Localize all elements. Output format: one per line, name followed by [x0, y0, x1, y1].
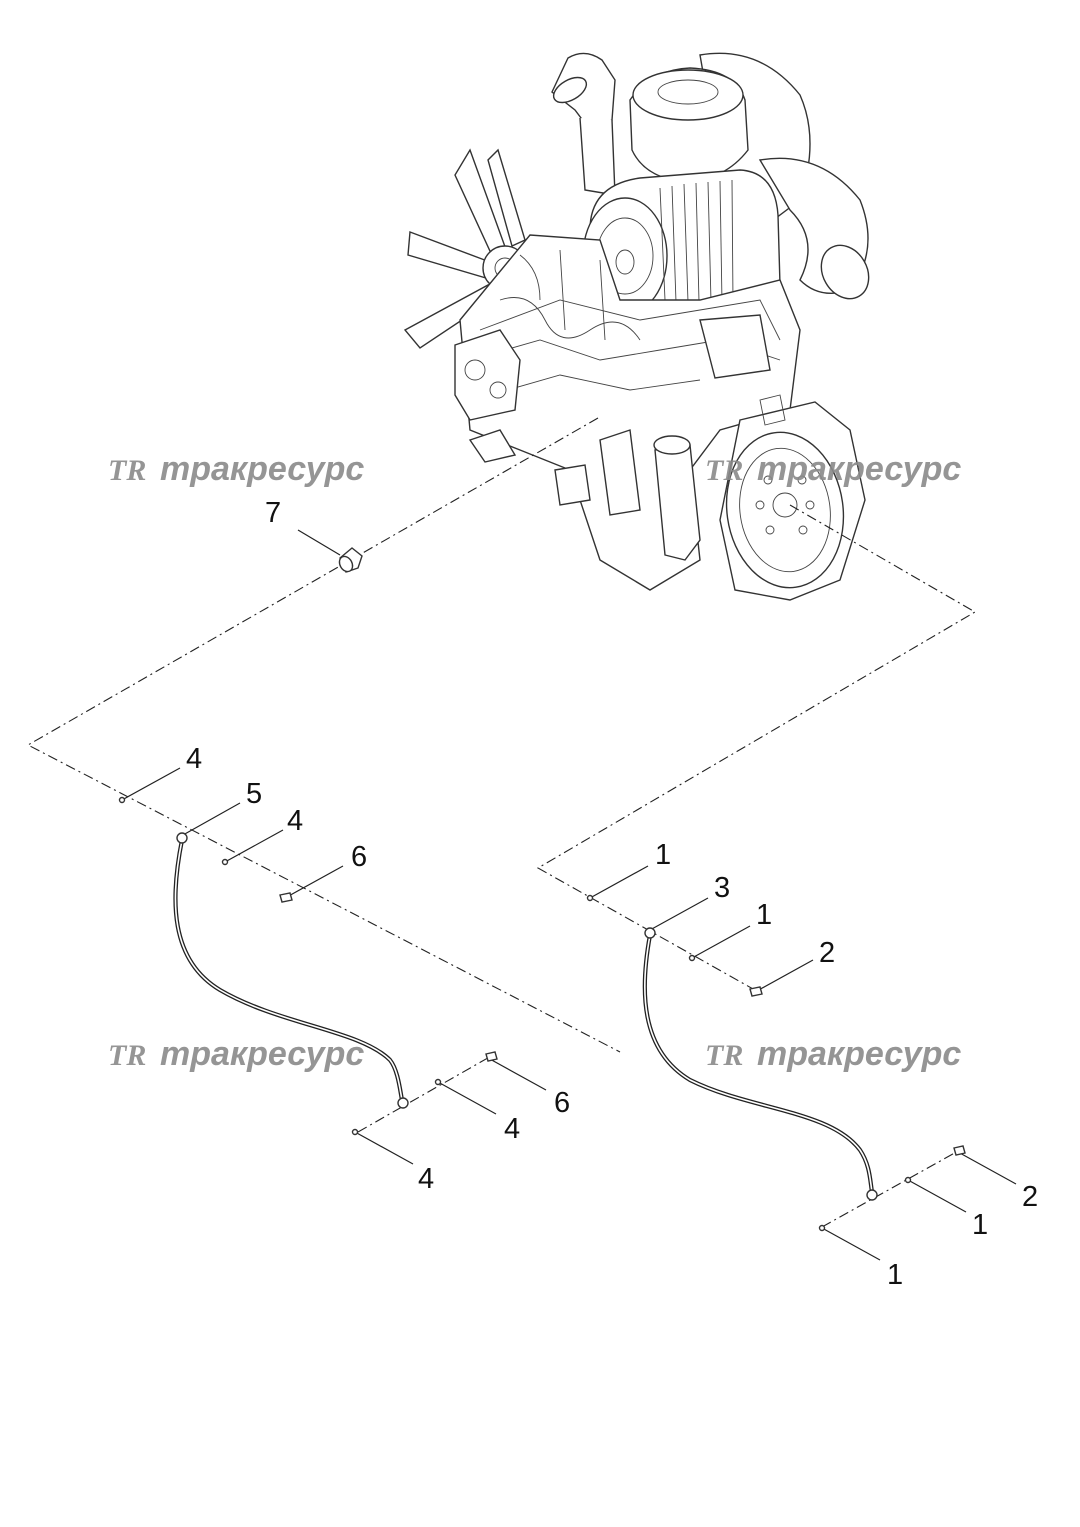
- callout-1: 1: [887, 1259, 903, 1291]
- callout-1: 1: [972, 1209, 988, 1241]
- leader-lines: [121, 529, 1017, 1261]
- watermark: TR тракресурс: [108, 1035, 364, 1073]
- ground-cable-icon: [173, 832, 409, 1109]
- callout-4: 4: [418, 1163, 434, 1195]
- bolt-icon: [279, 892, 966, 1156]
- callout-4: 4: [504, 1113, 520, 1145]
- washer-icon: [118, 796, 912, 1232]
- callout-6: 6: [554, 1087, 570, 1119]
- callout-6: 6: [351, 841, 367, 873]
- watermark-logo: TR: [705, 1039, 743, 1072]
- callout-4: 4: [287, 805, 303, 837]
- watermark-text: тракресурс: [160, 450, 364, 488]
- watermark: TR тракресурс: [705, 1035, 961, 1073]
- callout-3: 3: [714, 872, 730, 904]
- callout-5: 5: [246, 778, 262, 810]
- watermark-text: тракресурс: [160, 1035, 364, 1073]
- callout-1: 1: [655, 839, 671, 871]
- watermark-text: тракресурс: [757, 450, 961, 488]
- callout-1: 1: [756, 899, 772, 931]
- watermark-logo: TR: [705, 454, 743, 487]
- watermark-logo: TR: [108, 454, 146, 487]
- callout-4: 4: [186, 743, 202, 775]
- callout-7: 7: [265, 497, 281, 529]
- watermark: TR тракресурс: [108, 450, 364, 488]
- engine-assembly-icon: [403, 52, 870, 601]
- callout-numbers: 7 4 5 4 6 6 4 4 1 3 1 2 2 1 1: [186, 497, 1038, 1291]
- watermark-text: тракресурс: [757, 1035, 961, 1073]
- ground-cable-icon: [642, 927, 878, 1201]
- watermark: TR тракресурс: [705, 450, 961, 488]
- fitting-icon: [338, 547, 363, 573]
- watermark-logo: TR: [108, 1039, 146, 1072]
- callout-2: 2: [819, 937, 835, 969]
- callout-2: 2: [1022, 1181, 1038, 1213]
